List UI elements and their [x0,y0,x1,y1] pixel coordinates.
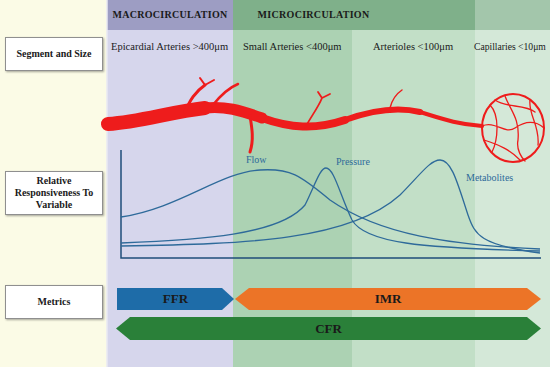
segment-size: Capillaries <10μm [474,41,546,52]
row-label: Relative Responsiveness To Variable [11,175,97,211]
curve-label: Pressure [336,156,370,167]
micro-header-light [475,0,550,30]
metric-name: IMR [375,291,402,307]
segment-size: Arterioles <100μm [373,41,453,52]
micro-header [233,0,475,30]
label-column [0,0,107,367]
small-artery-column [233,0,352,367]
region-title: MACROCIRCULATION [112,9,227,21]
vessel-branch [390,90,402,108]
vessel-branch [185,85,205,112]
vessel-trunk [262,118,345,127]
macro-header [107,0,233,30]
metric-band: IMR [235,288,541,310]
capillary-column [475,0,550,367]
capillary-bed [482,94,544,162]
capillary-network [482,96,544,161]
vessel-trunk [108,108,205,124]
vessel-drawing [108,78,544,162]
pressure-curve [121,168,540,251]
vessel-branch [212,84,238,106]
row-label: Segment and Size [17,48,92,60]
flow-curve [121,170,540,249]
chart-axis [121,150,541,258]
curve-label: Metabolites [466,172,513,183]
arteriole-column [352,0,475,367]
vessel-branch [200,78,214,85]
row-label: Metrics [38,296,71,308]
row-label-box: Segment and Size [5,37,103,71]
shape-outline [117,288,234,310]
header-band: MACROCIRCULATION [107,0,233,30]
metric-arrow: FFR [117,288,234,310]
metabolite-curve [121,160,540,253]
column-divider [106,0,108,367]
row-label-box: Relative Responsiveness To Variable [5,171,103,215]
segment-size: Epicardial Arteries >400μm [111,41,228,52]
metric-name: FFR [163,291,188,307]
shape-outline [235,288,541,310]
segment-size: Small Arteries <400μm [243,41,341,52]
metric-band: CFR [116,317,541,340]
vessel-trunk [420,112,482,126]
row-label-box: Metrics [5,285,103,319]
header-band: MICROCIRCULATION [233,0,550,30]
vessel-branch [250,116,252,152]
metric-name: CFR [315,321,342,337]
response-curves [121,160,540,253]
curve-label: Flow [246,154,267,165]
shape-outline [116,317,541,340]
vessel-branch [305,92,330,128]
vessel-trunk [205,107,262,118]
region-title: MICROCIRCULATION [258,9,370,21]
vessel-trunk [345,109,420,120]
